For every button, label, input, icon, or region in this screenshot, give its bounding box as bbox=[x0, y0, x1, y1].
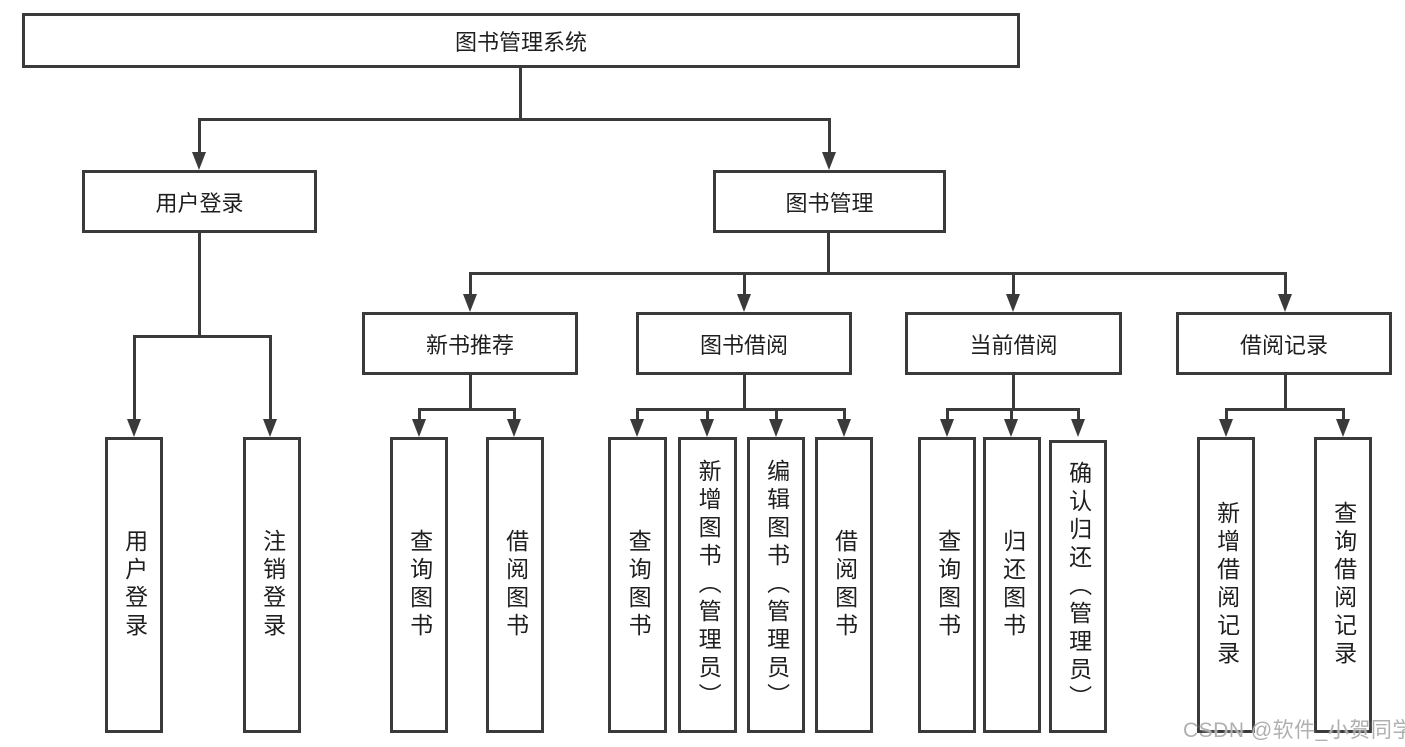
leaf-recommend-borrow-book: 借阅图书 bbox=[486, 437, 544, 733]
arrowhead-icon bbox=[192, 152, 206, 170]
csdn-watermark: CSDN @软件_小贺同学 bbox=[1183, 719, 1405, 742]
arrowhead-icon bbox=[1004, 419, 1018, 437]
node-book-management-label: 图书管理 bbox=[785, 190, 874, 216]
connector-recommend-rail bbox=[418, 408, 516, 411]
arrowhead-icon bbox=[127, 419, 141, 437]
connector-current-stem bbox=[1012, 375, 1015, 408]
leaf-confirm-return-admin: 确认归还（管理员） bbox=[1049, 440, 1107, 733]
connector-borrow-rail bbox=[636, 408, 846, 411]
leaf-add-borrow-record-label: 新增借阅记录 bbox=[1213, 501, 1240, 669]
leaf-logout-label: 注销登录 bbox=[259, 529, 286, 641]
node-user-login: 用户登录 bbox=[82, 170, 317, 233]
connector-bookmgmt-drop1 bbox=[469, 272, 472, 295]
arrowhead-icon bbox=[1071, 419, 1085, 437]
connector-bookmgmt-drop4 bbox=[1284, 272, 1287, 295]
leaf-edit-book-admin-label: 编辑图书（管理员） bbox=[763, 459, 790, 711]
leaf-confirm-return-admin-label: 确认归还（管理员） bbox=[1065, 460, 1092, 713]
connector-current-rail bbox=[946, 408, 1080, 411]
connector-records-drop1 bbox=[1225, 408, 1228, 419]
arrowhead-icon bbox=[1006, 294, 1020, 312]
leaf-add-book-admin: 新增图书（管理员） bbox=[678, 437, 737, 733]
connector-records-rail bbox=[1225, 408, 1345, 411]
connector-bookmgmt-drop3 bbox=[1012, 272, 1015, 295]
node-user-login-label: 用户登录 bbox=[155, 190, 244, 216]
leaf-logout: 注销登录 bbox=[243, 437, 301, 733]
node-new-book-recommend: 新书推荐 bbox=[362, 312, 578, 375]
connector-borrow-drop4 bbox=[843, 408, 846, 419]
leaf-add-borrow-record: 新增借阅记录 bbox=[1197, 437, 1255, 733]
node-new-book-recommend-label: 新书推荐 bbox=[425, 332, 514, 358]
node-book-borrow-label: 图书借阅 bbox=[699, 332, 788, 358]
connector-borrow-stem bbox=[743, 375, 746, 408]
connector-borrow-drop3 bbox=[775, 408, 778, 419]
arrowhead-icon bbox=[263, 419, 277, 437]
connector-userlogin-drop1 bbox=[133, 335, 136, 419]
arrowhead-icon bbox=[837, 419, 851, 437]
leaf-current-query-book: 查询图书 bbox=[918, 437, 976, 733]
arrowhead-icon bbox=[737, 294, 751, 312]
connector-recommend-stem bbox=[469, 375, 472, 408]
leaf-return-book-label: 归还图书 bbox=[999, 529, 1026, 641]
leaf-borrow-query-book: 查询图书 bbox=[608, 437, 667, 733]
node-root-label: 图书管理系统 bbox=[454, 29, 587, 55]
leaf-borrow-book: 借阅图书 bbox=[815, 437, 873, 733]
arrowhead-icon bbox=[769, 419, 783, 437]
arrowhead-icon bbox=[940, 419, 954, 437]
leaf-borrow-book-label: 借阅图书 bbox=[831, 529, 858, 641]
leaf-borrow-query-book-label: 查询图书 bbox=[625, 529, 652, 641]
connector-recommend-drop1 bbox=[418, 408, 421, 419]
connector-userlogin-stem bbox=[198, 233, 201, 335]
arrowhead-icon bbox=[412, 419, 426, 437]
node-current-borrow: 当前借阅 bbox=[905, 312, 1122, 375]
leaf-query-borrow-record: 查询借阅记录 bbox=[1314, 437, 1372, 733]
connector-root-drop-right bbox=[828, 118, 831, 154]
connector-bookmgmt-stem bbox=[827, 233, 830, 272]
arrowhead-icon bbox=[1219, 419, 1233, 437]
node-root: 图书管理系统 bbox=[22, 13, 1020, 68]
leaf-recommend-query-book: 查询图书 bbox=[390, 437, 448, 733]
leaf-return-book: 归还图书 bbox=[983, 437, 1041, 733]
node-book-borrow: 图书借阅 bbox=[636, 312, 852, 375]
node-current-borrow-label: 当前借阅 bbox=[969, 332, 1058, 358]
connector-records-stem bbox=[1284, 375, 1287, 408]
connector-recommend-drop2 bbox=[513, 408, 516, 419]
connector-current-drop1 bbox=[946, 408, 949, 419]
connector-bookmgmt-rail bbox=[469, 272, 1287, 275]
leaf-user-login-label: 用户登录 bbox=[121, 529, 148, 641]
connector-current-drop2 bbox=[1010, 408, 1013, 419]
leaf-current-query-book-label: 查询图书 bbox=[934, 529, 961, 641]
arrowhead-icon bbox=[1278, 294, 1292, 312]
arrowhead-icon bbox=[700, 419, 714, 437]
connector-borrow-drop2 bbox=[706, 408, 709, 419]
connector-borrow-drop1 bbox=[636, 408, 639, 419]
leaf-recommend-borrow-book-label: 借阅图书 bbox=[502, 529, 529, 641]
arrowhead-icon bbox=[463, 294, 477, 312]
leaf-query-borrow-record-label: 查询借阅记录 bbox=[1330, 501, 1357, 669]
node-borrow-records: 借阅记录 bbox=[1176, 312, 1392, 375]
node-borrow-records-label: 借阅记录 bbox=[1239, 332, 1328, 358]
connector-bookmgmt-drop2 bbox=[743, 272, 746, 295]
leaf-edit-book-admin: 编辑图书（管理员） bbox=[747, 437, 805, 733]
arrowhead-icon bbox=[822, 152, 836, 170]
connector-root-rail bbox=[198, 118, 831, 121]
arrowhead-icon bbox=[1336, 419, 1350, 437]
connector-userlogin-rail bbox=[133, 335, 272, 338]
connector-root-drop-left bbox=[198, 118, 201, 154]
arrowhead-icon bbox=[507, 419, 521, 437]
leaf-recommend-query-book-label: 查询图书 bbox=[406, 529, 433, 641]
connector-current-drop3 bbox=[1077, 408, 1080, 419]
node-book-management: 图书管理 bbox=[713, 170, 946, 233]
connector-records-drop2 bbox=[1342, 408, 1345, 419]
connector-userlogin-drop2 bbox=[269, 335, 272, 419]
arrowhead-icon bbox=[630, 419, 644, 437]
leaf-add-book-admin-label: 新增图书（管理员） bbox=[695, 459, 722, 711]
connector-root-stem bbox=[519, 68, 522, 120]
leaf-user-login: 用户登录 bbox=[105, 437, 163, 733]
